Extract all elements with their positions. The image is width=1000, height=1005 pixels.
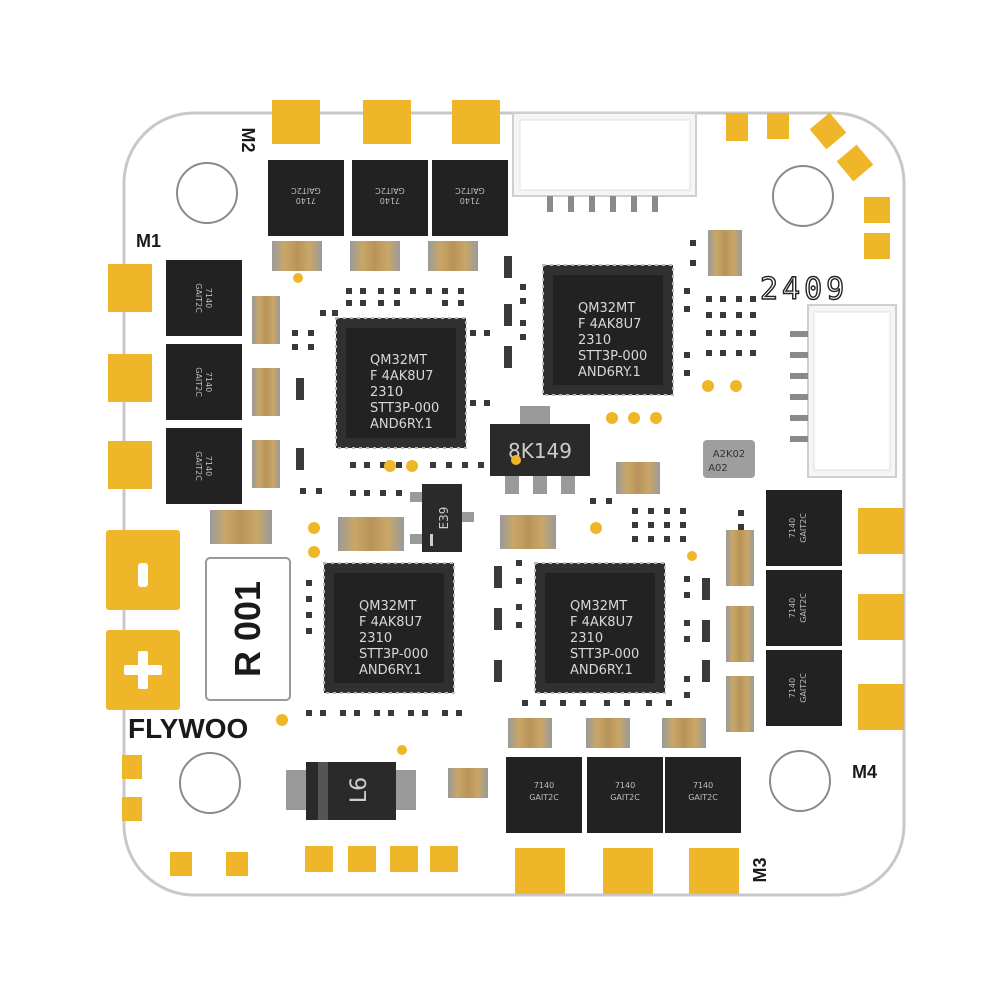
svg-text:7140: 7140 [204,372,213,392]
svg-text:AND6RY.1: AND6RY.1 [570,663,633,678]
mount-hole-top-left [176,162,238,224]
small-ic: E39 [410,484,474,552]
svg-text:E39: E39 [437,507,451,530]
svg-text:7140: 7140 [296,196,316,205]
negative-mark [138,563,148,587]
svg-text:AND6RY.1: AND6RY.1 [359,663,422,678]
svg-text:AND6RY.1: AND6RY.1 [370,417,433,432]
svg-text:GAIT2C: GAIT2C [688,793,718,802]
svg-text:AND6RY.1: AND6RY.1 [578,365,641,380]
svg-text:A02: A02 [708,463,728,474]
svg-text:L6: L6 [347,777,372,803]
motor-label-m2: M2 [238,127,258,152]
svg-text:7140: 7140 [693,781,713,790]
svg-text:F 4AK8U7: F 4AK8U7 [370,369,433,384]
svg-text:GAIT2C: GAIT2C [529,793,559,802]
mount-hole-bottom-right [769,750,831,812]
svg-text:7140: 7140 [534,781,554,790]
mounting-holes [176,162,834,814]
polarity-marks [124,563,162,689]
svg-text:GAIT2C: GAIT2C [375,186,405,195]
svg-text:7140: 7140 [788,598,797,618]
serial-sticker: R 001 [205,557,291,701]
mcu-top-right: QM32MT F 4AK8U7 2310 STT3P-000 AND6RY.1 [542,264,674,396]
svg-text:QM32MT: QM32MT [370,353,427,368]
svg-text:GAIT2C: GAIT2C [194,367,203,397]
svg-text:STT3P-000: STT3P-000 [359,647,428,662]
svg-text:GAIT2C: GAIT2C [194,451,203,481]
svg-text:GAIT2C: GAIT2C [799,513,808,543]
svg-text:F 4AK8U7: F 4AK8U7 [578,317,641,332]
motor-label-m4: M4 [852,762,877,782]
svg-text:STT3P-000: STT3P-000 [570,647,639,662]
svg-text:F 4AK8U7: F 4AK8U7 [359,615,422,630]
sensor: A2K02 A02 [703,440,755,478]
mosfets: 7140 GAIT2C 7140 GAIT2C 7140 GAIT2C 7140… [166,160,842,833]
svg-text:F 4AK8U7: F 4AK8U7 [570,615,633,630]
svg-text:2310: 2310 [570,631,603,646]
svg-text:QM32MT: QM32MT [570,599,627,614]
svg-text:2310: 2310 [359,631,392,646]
motor-label-m1: M1 [136,231,161,251]
svg-text:7140: 7140 [788,518,797,538]
svg-text:STT3P-000: STT3P-000 [370,401,439,416]
svg-text:7140: 7140 [204,456,213,476]
svg-text:2310: 2310 [578,333,611,348]
mount-hole-bottom-left [179,752,241,814]
svg-text:QM32MT: QM32MT [578,301,635,316]
mcu-top-left: QM32MT F 4AK8U7 2310 STT3P-000 AND6RY.1 [335,317,467,449]
svg-text:STT3P-000: STT3P-000 [578,349,647,364]
svg-text:GAIT2C: GAIT2C [610,793,640,802]
capacitors [210,230,754,798]
test-points [276,273,742,755]
motor-label-m3: M3 [750,857,770,882]
passive-components [292,240,756,716]
svg-text:GAIT2C: GAIT2C [194,283,203,313]
svg-text:7140: 7140 [788,678,797,698]
mount-hole-top-right [772,165,834,227]
svg-text:7140: 7140 [204,288,213,308]
positive-mark [124,651,162,689]
svg-text:7140: 7140 [460,196,480,205]
svg-text:GAIT2C: GAIT2C [799,593,808,623]
svg-text:QM32MT: QM32MT [359,599,416,614]
brand-logo: FLYWOO [128,713,248,744]
svg-text:2310: 2310 [370,385,403,400]
svg-text:R 001: R 001 [227,581,268,677]
date-code: 2409 [760,272,848,307]
mcu-chips: QM32MT F 4AK8U7 2310 STT3P-000 AND6RY.1 … [323,264,674,694]
connector-right [790,304,897,478]
voltage-regulator: 8K149 [490,406,590,494]
connector-top [512,112,697,212]
svg-text:GAIT2C: GAIT2C [291,186,321,195]
mcu-bottom-left: QM32MT F 4AK8U7 2310 STT3P-000 AND6RY.1 [323,562,455,694]
svg-text:7140: 7140 [380,196,400,205]
svg-text:GAIT2C: GAIT2C [799,673,808,703]
svg-text:A2K02: A2K02 [713,449,746,460]
mcu-bottom-right: QM32MT F 4AK8U7 2310 STT3P-000 AND6RY.1 [534,562,666,694]
diode: L6 [286,762,416,820]
svg-text:7140: 7140 [615,781,635,790]
svg-text:GAIT2C: GAIT2C [455,186,485,195]
